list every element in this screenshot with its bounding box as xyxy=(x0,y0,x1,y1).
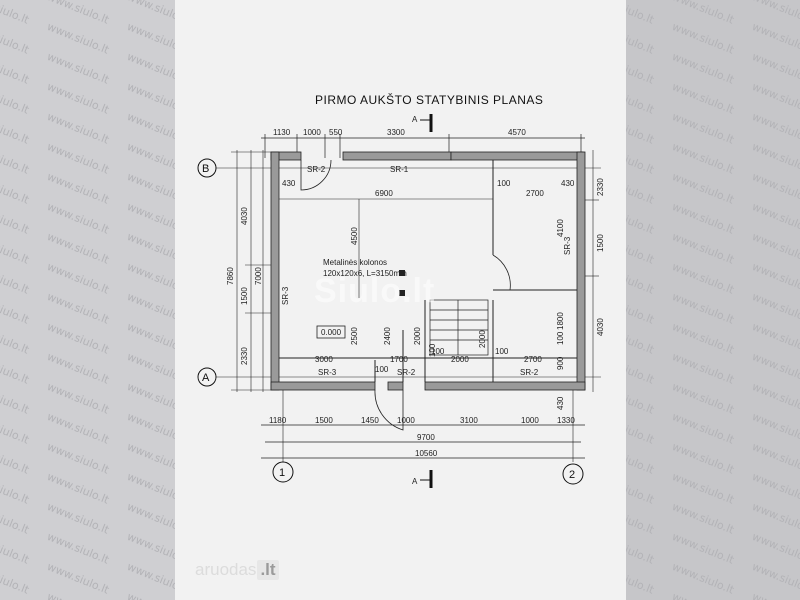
axis-2-label: 2 xyxy=(569,469,575,481)
dim-3000: 3000 xyxy=(315,355,333,364)
left-background xyxy=(0,0,175,600)
wall-label-sr3-right: SR-3 xyxy=(563,236,572,255)
dim-900: 900 xyxy=(556,356,565,370)
metal-column-2 xyxy=(399,290,405,296)
dim-430-bottom: 430 xyxy=(556,396,565,410)
axis-1-marker xyxy=(272,461,294,483)
floor-plan-drawing: PIRMO AUKŠTO STATYBINIS PLANAS A 1130 10… xyxy=(197,92,605,488)
column-note-line1: Metalinės kolonos xyxy=(323,258,387,267)
bottom-dim-7: 1330 xyxy=(557,416,575,425)
column-note-line2: 120x120x6, L=3150mm xyxy=(323,269,407,278)
dim-2000-h: 2000 xyxy=(451,355,469,364)
right-dim-4030: 4030 xyxy=(596,318,605,336)
floor-plan-sheet: PIRMO AUKŠTO STATYBINIS PLANAS A 1130 10… xyxy=(175,0,626,600)
bottom-dim-5: 3100 xyxy=(460,416,478,425)
dim-6900: 6900 xyxy=(375,189,393,198)
watermark-text: www.siulo.lt xyxy=(625,0,656,27)
dim-1800: 1800 xyxy=(556,312,565,330)
bottom-dim-6: 1000 xyxy=(521,416,539,425)
level-mark-box xyxy=(316,325,346,339)
left-dim-2330: 2330 xyxy=(240,347,249,365)
left-dim-4030: 4030 xyxy=(240,207,249,225)
exterior-walls xyxy=(270,151,586,391)
aruodas-logo: aruodas .lt xyxy=(195,558,279,582)
dim-2000-a: 2000 xyxy=(413,327,422,345)
dim-4100: 4100 xyxy=(556,219,565,237)
top-dim-5: 4570 xyxy=(508,128,526,137)
bottom-dim-4: 1000 xyxy=(397,416,415,425)
total-inner: 9700 xyxy=(417,433,435,442)
total-outer: 10560 xyxy=(415,449,438,458)
section-marker-bottom: A xyxy=(412,477,418,486)
dim-1700: 1700 xyxy=(390,355,408,364)
axis-b-label: B xyxy=(202,163,209,175)
dim-2500: 2500 xyxy=(350,327,359,345)
brand-suffix: .lt xyxy=(257,560,279,580)
dim-2000-b: 2000 xyxy=(478,330,487,348)
right-background xyxy=(625,0,800,600)
dim-100-h: 100 xyxy=(495,347,509,356)
right-dim-lines xyxy=(585,150,599,392)
level-mark: 0.000 xyxy=(321,328,342,337)
dim-430-right: 430 xyxy=(561,179,575,188)
door-swings xyxy=(300,159,511,431)
axis-a-label: A xyxy=(202,372,210,384)
axis-2-marker xyxy=(562,463,584,485)
watermark-text: www.siulo.lt xyxy=(750,590,800,600)
top-dim-1: 1130 xyxy=(273,128,291,137)
wall-label-sr2-bottom-mid: SR-2 xyxy=(397,368,416,377)
dim-100-h2: 100 xyxy=(375,365,389,374)
dim-100-h3: 100 xyxy=(431,347,445,356)
dim-100-top: 100 xyxy=(497,179,511,188)
dim-4500: 4500 xyxy=(350,227,359,245)
watermark-text: www.siulo.lt xyxy=(0,0,31,27)
left-dim-7000: 7000 xyxy=(254,267,263,285)
dim-100-right: 100 xyxy=(556,331,565,345)
top-dim-3: 550 xyxy=(329,128,343,137)
wall-label-sr2-top: SR-2 xyxy=(307,165,326,174)
wall-label-sr3-bottom: SR-3 xyxy=(318,368,337,377)
bottom-dim-2: 1500 xyxy=(315,416,333,425)
dim-430-left: 430 xyxy=(282,179,296,188)
left-dim-7860: 7860 xyxy=(226,267,235,285)
interior-walls xyxy=(279,160,577,382)
left-dim-1500: 1500 xyxy=(240,287,249,305)
top-dim-4: 3300 xyxy=(387,128,405,137)
right-dim-1500: 1500 xyxy=(596,234,605,252)
watermark-text: www.siulo.lt xyxy=(125,590,175,600)
center-watermark: Siulo.lt xyxy=(314,272,436,310)
plan-title: PIRMO AUKŠTO STATYBINIS PLANAS xyxy=(315,92,543,107)
dim-2700-bottom: 2700 xyxy=(524,355,542,364)
wall-label-sr1: SR-1 xyxy=(390,165,409,174)
wall-label-sr2-bottom-right: SR-2 xyxy=(520,368,539,377)
metal-column-1 xyxy=(399,270,405,276)
left-dim-lines xyxy=(231,150,271,392)
top-dim-2: 1000 xyxy=(303,128,321,137)
dim-2400: 2400 xyxy=(383,327,392,345)
right-dim-2330: 2330 xyxy=(596,178,605,196)
wall-label-sr3-left: SR-3 xyxy=(281,286,290,305)
dim-2700-top: 2700 xyxy=(526,189,544,198)
axis-1-label: 1 xyxy=(279,467,285,479)
bottom-dim-1: 1180 xyxy=(269,416,287,425)
bottom-dim-3: 1450 xyxy=(361,416,379,425)
section-marker-top: A xyxy=(412,115,418,124)
staircase xyxy=(429,299,489,356)
dim-100-stair: 100 xyxy=(428,343,437,357)
brand-name: aruodas xyxy=(195,560,257,579)
